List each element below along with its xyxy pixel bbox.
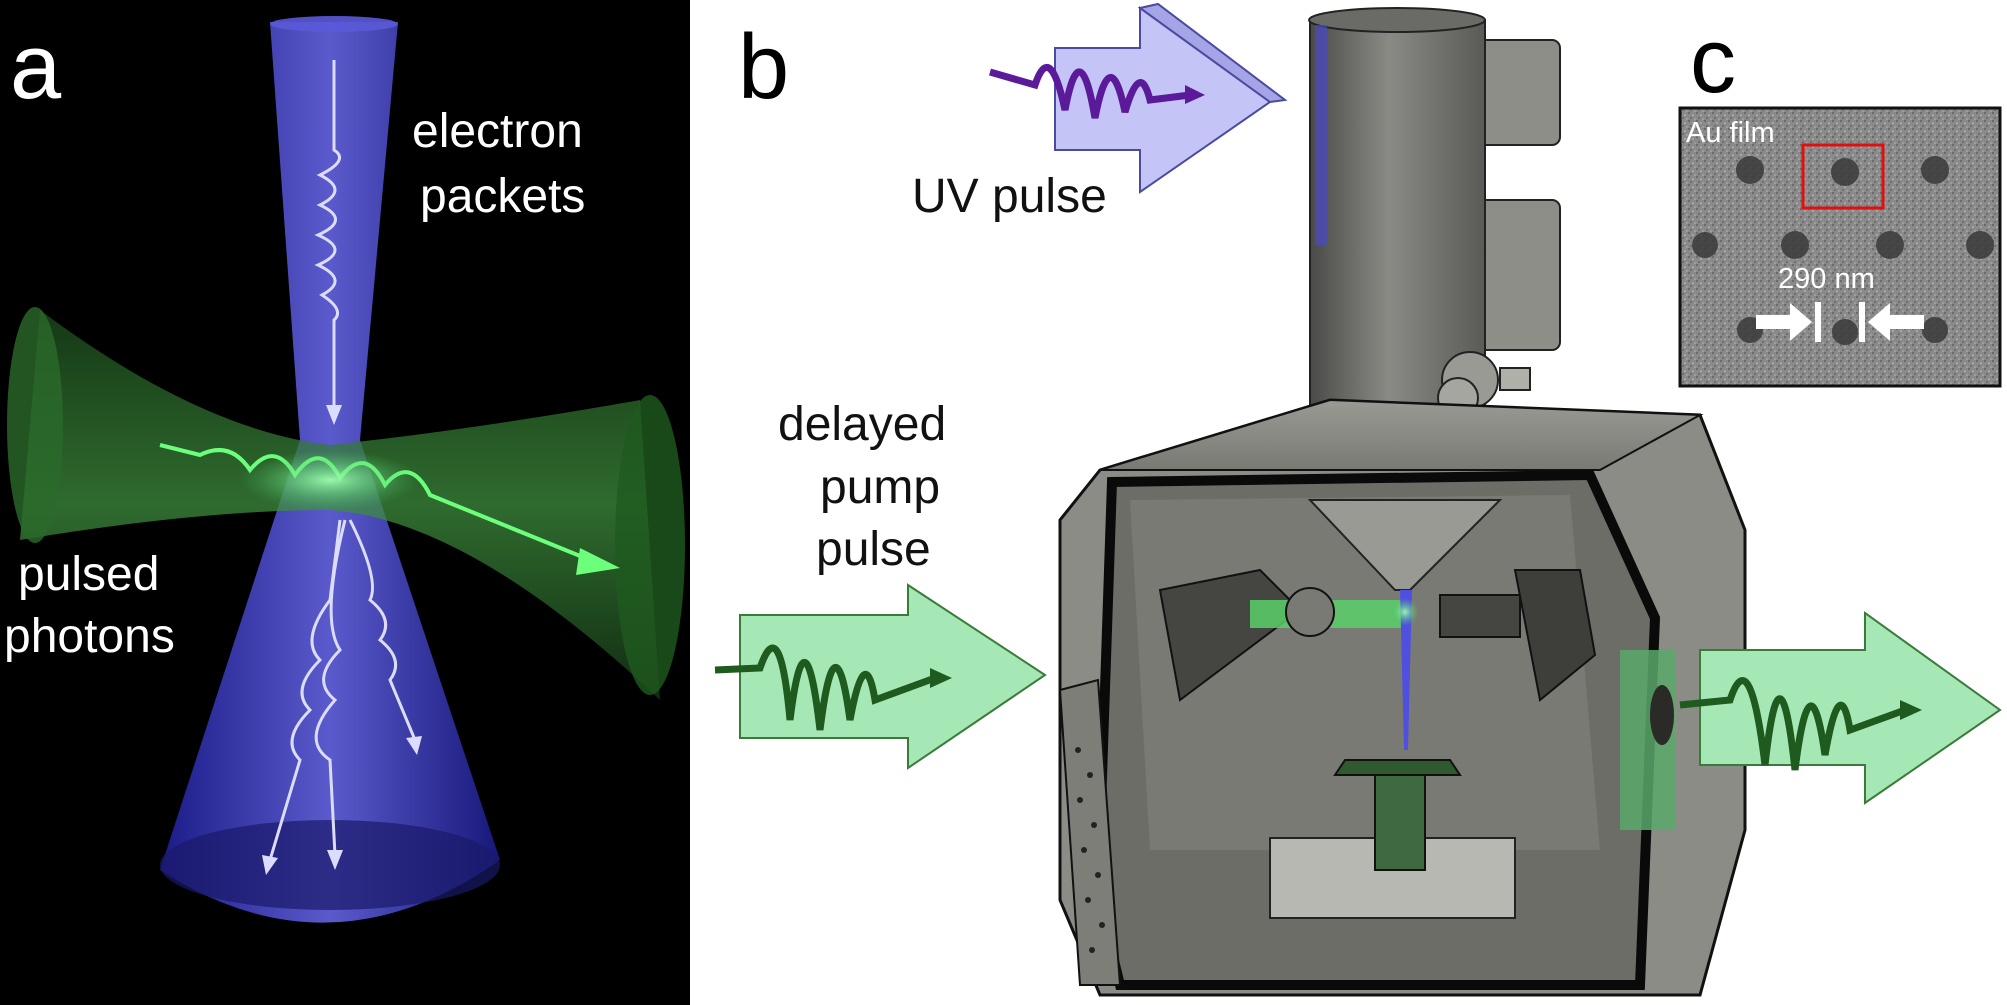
label-pump-line1: delayed (778, 398, 946, 451)
specimen-chamber (1058, 398, 1747, 997)
label-pump-line3: pulse (816, 523, 931, 576)
scale-bar-label: 290 nm (1778, 263, 1875, 295)
label-electron-line2: packets (420, 170, 585, 223)
perforation-dots (1075, 747, 1105, 953)
sem-image-label: Au film (1686, 117, 1775, 149)
panel-a: a electron packets pulsed photons (0, 0, 690, 1005)
uv-pulse-arrow (989, 2, 1288, 194)
label-photon-line1: pulsed (18, 548, 159, 601)
electron-column (1299, 7, 1561, 456)
panel-c: c Au film 290 nm (1678, 10, 2002, 388)
electron-wave-packets (262, 60, 422, 875)
panel-b-letter: b (738, 16, 789, 118)
scale-bar-arrows (1756, 302, 1924, 342)
sem-image (1678, 106, 2002, 388)
label-pump-line2: pump (820, 461, 940, 514)
roi-box (1801, 143, 1885, 210)
panel-a-letter: a (10, 16, 62, 118)
panel-b: b UV pulse delayed pump pulse (714, 2, 2002, 997)
label-photon-line2: photons (4, 610, 175, 663)
pump-pulse-arrow-out (1679, 611, 2002, 805)
panel-c-letter: c (1690, 10, 1736, 112)
pump-pulse-arrow-in (714, 583, 1047, 770)
photon-wave-packet (159, 443, 620, 575)
label-uv-pulse: UV pulse (912, 170, 1107, 223)
label-electron-line1: electron (412, 105, 583, 158)
